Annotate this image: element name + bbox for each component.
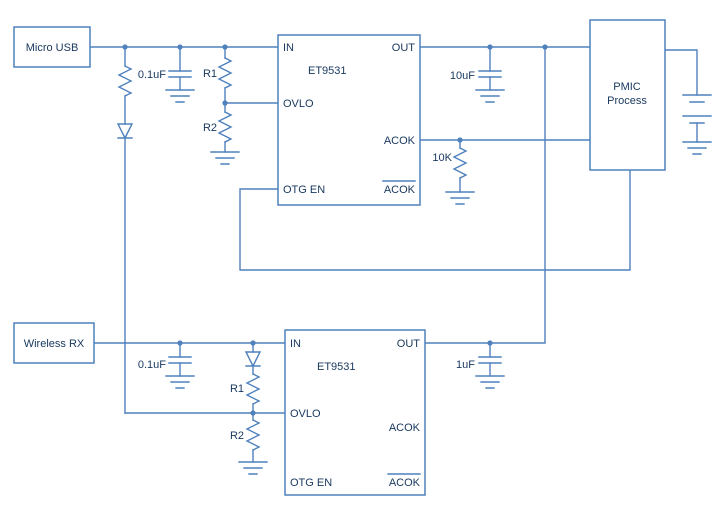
junction-dot xyxy=(222,100,228,106)
capacitor-usb-input: 0.1uF xyxy=(138,46,195,103)
usb-diode-branch xyxy=(116,46,134,414)
resistor-r2-usb-label: R2 xyxy=(203,122,217,134)
top-chip-part-label: ET9531 xyxy=(308,65,347,77)
bottom-pin-ovlo-label: OVLO xyxy=(290,408,321,420)
top-pin-otg-en-label: OTG EN xyxy=(283,184,325,196)
resistor-10k-icon xyxy=(452,147,468,179)
resistor-r1-icon xyxy=(245,373,261,405)
resistor-r2-icon xyxy=(245,419,261,451)
capacitor-icon xyxy=(168,70,192,78)
junction-dot xyxy=(487,340,493,346)
resistor-symbol xyxy=(117,65,133,97)
pmic-label-line1: PMIC xyxy=(613,81,641,93)
bottom-pin-acok-label: ACOK xyxy=(389,422,421,434)
bottom-pin-out-label: OUT xyxy=(397,338,421,350)
resistor-r1-rx-label: R1 xyxy=(230,383,244,395)
junction-dot xyxy=(250,410,256,416)
junction-dot xyxy=(250,340,256,346)
capacitor-out-rail-label: 10uF xyxy=(450,70,475,82)
resistor-r2-rx-label: R2 xyxy=(230,430,244,442)
wireless-rx-label: Wireless RX xyxy=(24,338,85,350)
ground-icon xyxy=(165,375,195,389)
ground-icon xyxy=(475,89,505,103)
diode-icon xyxy=(116,123,134,140)
junction-dots xyxy=(122,44,548,416)
bottom-pin-otg-en-label: OTG EN xyxy=(290,477,332,489)
bottom-pin-in-label: IN xyxy=(290,338,301,350)
ground-icon xyxy=(682,141,712,155)
bottom-chip-part-label: ET9531 xyxy=(317,361,356,373)
ground-icon xyxy=(445,191,475,205)
wire-pmic-to-battery xyxy=(664,49,698,96)
top-pin-in-label: IN xyxy=(283,42,294,54)
capacitor-rx-input-label: 0.1uF xyxy=(138,359,166,371)
junction-dot xyxy=(122,44,128,50)
capacitor-usb-input-label: 0.1uF xyxy=(138,69,166,81)
et9531-top-chip xyxy=(277,34,421,206)
junction-dot xyxy=(542,44,548,50)
junction-dot xyxy=(457,137,463,143)
ground-icon xyxy=(475,375,505,389)
diode-icon xyxy=(244,351,262,368)
capacitor-icon xyxy=(168,356,192,364)
ground-icon xyxy=(165,89,195,103)
wires xyxy=(89,46,698,414)
top-pin-acok-n-label: ACOK xyxy=(384,184,416,196)
battery-icon xyxy=(682,94,712,124)
resistor-10k-label: 10K xyxy=(432,152,452,164)
pmic-block xyxy=(589,19,666,171)
bottom-pin-acok-n-label: ACOK xyxy=(389,477,421,489)
resistor-r1-icon xyxy=(217,57,233,89)
acok-pulldown: 10K xyxy=(432,139,475,205)
capacitor-rx-input: 0.1uF xyxy=(138,342,195,389)
capacitor-rx-out: 1uF xyxy=(456,342,505,389)
top-pin-ovlo-label: OVLO xyxy=(283,98,314,110)
junction-dot xyxy=(222,44,228,50)
top-pin-out-label: OUT xyxy=(392,42,416,54)
et9531-bottom-chip xyxy=(284,329,426,496)
junction-dot xyxy=(177,44,183,50)
capacitor-out-rail: 10uF xyxy=(450,46,505,103)
micro-usb-label: Micro USB xyxy=(26,42,79,54)
ground-icon xyxy=(210,151,240,165)
capacitor-rx-out-label: 1uF xyxy=(456,359,475,371)
junction-dot xyxy=(177,340,183,346)
capacitor-icon xyxy=(478,70,502,78)
ground-icon xyxy=(238,461,268,475)
resistor-r1-usb-label: R1 xyxy=(203,68,217,80)
usb-ovlo-divider: R1 R2 xyxy=(203,46,240,165)
wire-rx-out-to-rail xyxy=(424,46,546,344)
top-pin-acok-label: ACOK xyxy=(384,135,416,147)
junction-dot xyxy=(487,44,493,50)
rx-ovlo-divider: R1 R2 xyxy=(230,342,268,475)
pmic-label-line2: Process xyxy=(607,95,647,107)
battery-symbol xyxy=(682,94,712,155)
resistor-r2-icon xyxy=(217,111,233,143)
capacitor-icon xyxy=(478,356,502,364)
wire-otg-route xyxy=(239,169,631,271)
wireless-rx-block xyxy=(13,322,95,364)
micro-usb-block xyxy=(13,26,91,68)
